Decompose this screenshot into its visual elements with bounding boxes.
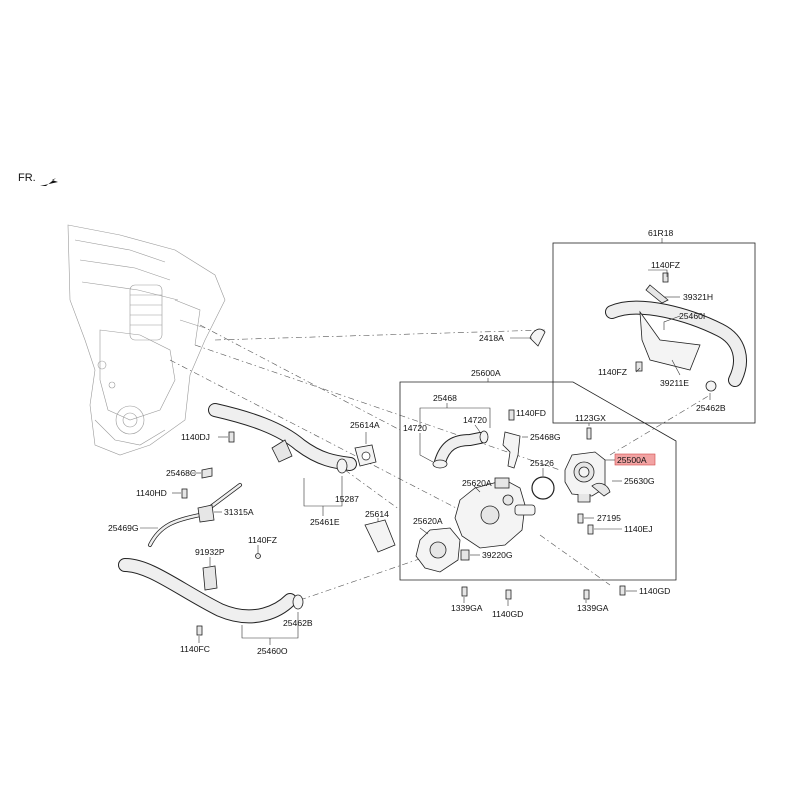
label-39321h: 39321H (683, 292, 713, 302)
label-25620a-b: 25620A (413, 516, 443, 526)
reference-line (199, 324, 401, 431)
label-1339ga-left: 1339GA (451, 603, 483, 613)
bolt-1140dj (228, 431, 235, 443)
front-arrow-icon (40, 178, 58, 186)
label-25469g: 25469G (108, 523, 139, 533)
label-25468c: 25468C (166, 468, 196, 478)
clamp-25462b-low (292, 594, 304, 610)
inset-group-label: 61R18 (648, 228, 674, 238)
engine-block-outline (67, 224, 226, 456)
label-27195: 27195 (597, 513, 621, 523)
sensor-39220g (460, 549, 470, 561)
label-25460i: 25460I (679, 311, 705, 321)
bolt-1123gx (586, 427, 592, 440)
label-1140dj: 1140DJ (181, 432, 210, 442)
label-1140ej: 1140EJ (624, 524, 653, 534)
label-25500a: 25500A (617, 455, 647, 465)
clamp-14720-b (479, 430, 489, 444)
clamp-14720-a (432, 459, 448, 469)
bracket-39321h (645, 284, 669, 304)
bolt-1339ga-right (583, 589, 590, 600)
label-1140fz-mid: 1140FZ (598, 367, 627, 377)
gasket-25126 (531, 476, 555, 500)
bolt-1339ga-left (461, 586, 468, 597)
label-1140gd-mid: 1140GD (492, 609, 523, 619)
label-25620a-a: 25620A (462, 478, 492, 488)
label-25614: 25614 (365, 509, 389, 519)
part-2418a (529, 328, 546, 347)
reference-line (194, 344, 561, 471)
fitting-25468g (502, 431, 521, 469)
label-25468g: 25468G (530, 432, 561, 442)
reference-line (169, 359, 461, 511)
reference-line (539, 534, 611, 586)
bolt-1140fz-low (255, 553, 261, 559)
bracket-31315a (197, 504, 215, 523)
outer-group-box (399, 381, 677, 581)
label-1140fz-low: 1140FZ (248, 535, 277, 545)
bolt-1140fd (508, 409, 515, 421)
label-1140gd-right: 1140GD (639, 586, 670, 596)
reference-line (214, 329, 546, 341)
label-39220g: 39220G (482, 550, 513, 560)
label-14720-b: 14720 (463, 415, 487, 425)
gasket-25614 (364, 519, 396, 553)
orientation-label: FR. (18, 172, 36, 184)
outer-group-label: 25600A (471, 368, 501, 378)
bolt-1140gd-right (619, 585, 626, 596)
clip-25468c (201, 467, 213, 479)
label-25630g: 25630G (624, 476, 655, 486)
label-25462b-top: 25462B (696, 403, 726, 413)
bracket-39211e (639, 310, 701, 371)
label-91932p: 91932P (195, 547, 225, 557)
label-25126: 25126 (530, 458, 554, 468)
reference-line (609, 394, 711, 456)
inner-group-label: 25468 (433, 393, 457, 403)
label-25614a: 25614A (350, 420, 380, 430)
label-25461e: 25461E (310, 517, 340, 527)
label-14720-a: 14720 (403, 423, 427, 433)
label-1123gx: 1123GX (575, 413, 606, 423)
reference-line (344, 469, 401, 511)
label-2418a: 2418A (479, 333, 504, 343)
label-39211e: 39211E (660, 378, 689, 388)
bolt-1140hd (181, 488, 188, 499)
label-1339ga-right: 1339GA (577, 603, 609, 613)
label-15287: 15287 (335, 494, 359, 504)
label-25462b-low: 25462B (283, 618, 313, 628)
label-1140fz-top: 1140FZ (651, 260, 680, 270)
highlight-25500a (614, 453, 656, 466)
label-31315a: 31315A (224, 507, 254, 517)
bolt-1140gd-mid (505, 589, 512, 600)
inset-group-box (552, 242, 756, 424)
label-25460o: 25460O (257, 646, 288, 656)
bolt-27195 (577, 513, 584, 524)
bolt-1140fz-top (662, 272, 669, 283)
pipe-bracket (271, 439, 293, 463)
bolt-1140fz-mid (635, 361, 643, 372)
label-1140fc: 1140FC (180, 644, 210, 654)
label-1140fd: 1140FD (516, 408, 546, 418)
clamp-25462b-top (705, 380, 717, 392)
gasket-15287 (336, 458, 348, 474)
label-1140hd: 1140HD (136, 488, 167, 498)
sensor-25630g (591, 483, 611, 497)
bracket-91932p (202, 565, 218, 591)
bolt-1140fc (196, 625, 203, 636)
bolt-1140ej (587, 524, 594, 535)
